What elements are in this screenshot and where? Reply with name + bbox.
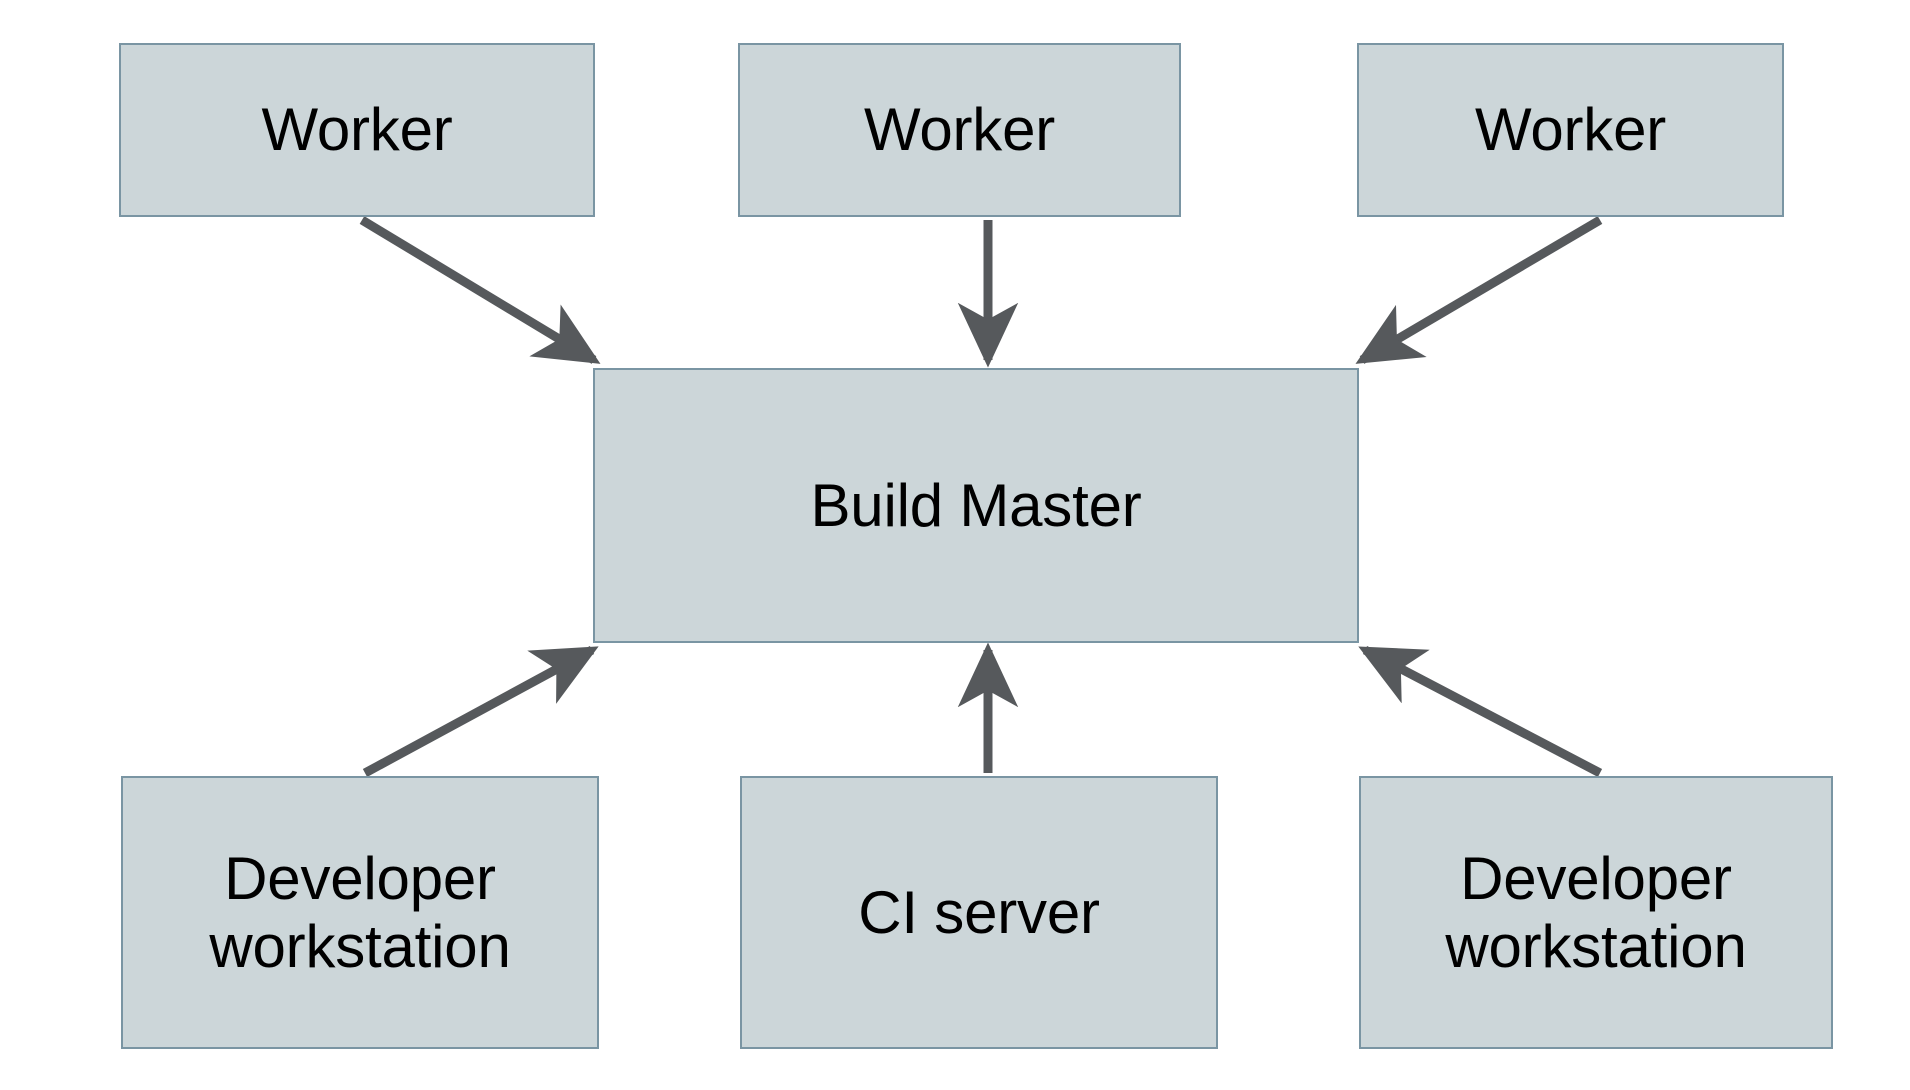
node-build-master[interactable]: Build Master <box>593 368 1359 643</box>
node-worker-2-label: Worker <box>863 96 1056 164</box>
node-ci-server-label: CI server <box>858 878 1100 946</box>
edge-dev-left-to-build-master <box>362 646 599 777</box>
edge-worker-3-to-build-master <box>1355 216 1603 364</box>
node-worker-1-label: Worker <box>261 96 453 164</box>
node-worker-2[interactable]: Worker <box>738 43 1181 217</box>
node-developer-workstation-left[interactable]: Developer workstation <box>121 776 599 1049</box>
node-worker-3[interactable]: Worker <box>1357 43 1784 217</box>
node-developer-workstation-left-label: Developer workstation <box>209 845 511 980</box>
edge-dev-right-to-build-master <box>1358 646 1603 777</box>
node-ci-server[interactable]: CI server <box>740 776 1218 1049</box>
node-developer-workstation-right[interactable]: Developer workstation <box>1359 776 1833 1049</box>
node-worker-1[interactable]: Worker <box>119 43 595 217</box>
node-build-master-label: Build Master <box>810 471 1142 539</box>
node-worker-3-label: Worker <box>1474 96 1667 164</box>
node-developer-workstation-right-label: Developer workstation <box>1445 845 1747 980</box>
edge-worker-1-to-build-master <box>359 216 601 364</box>
